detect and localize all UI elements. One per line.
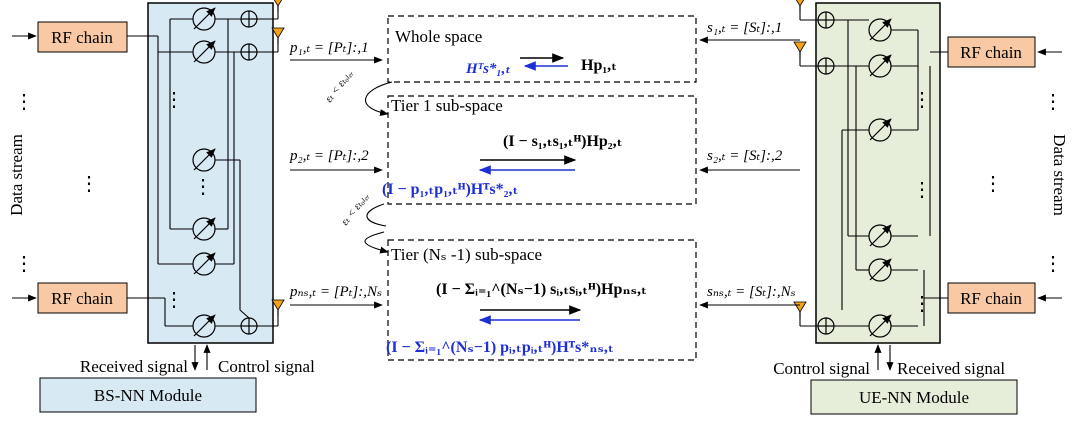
adder-icon — [817, 57, 835, 75]
rf-chain-box — [37, 282, 128, 314]
rf-chain-box — [947, 36, 1036, 68]
antenna-icon — [271, 299, 285, 317]
vertical-dots: ⋮ — [164, 89, 184, 111]
adder-icon — [240, 43, 258, 61]
ue-nn-module — [810, 379, 1018, 415]
bs-panel: ⋮ ⋮ ⋮ — [127, 2, 279, 344]
transition-arrow — [364, 231, 389, 254]
antenna-icon — [793, 0, 807, 13]
tier1-box — [387, 95, 697, 205]
antenna-icon — [793, 41, 807, 59]
tolerance-condition-1: εₜ < εₜₒₗₑᵣ — [323, 67, 356, 105]
tierN-label: Tier (Nₛ -1) sub-space — [391, 245, 542, 264]
s1-label: s₁,ₜ = [Sₜ]:,1 — [707, 20, 782, 36]
whole-space-label: Whole space — [395, 27, 482, 46]
ue-nn-module-label: UE-NN Module — [859, 388, 969, 407]
sN-label: sₙₛ,ₜ = [Sₜ]:,Nₛ — [707, 284, 796, 300]
rf-chain-label: RF chain — [51, 28, 113, 47]
control-signal-label: Control signal — [218, 357, 315, 376]
vertical-dots: ⋮ — [193, 176, 213, 198]
data-stream-label: Data stream — [7, 134, 26, 216]
rf-chain-box — [947, 282, 1036, 314]
tier1-label: Tier 1 sub-space — [391, 96, 503, 115]
antenna-icon — [793, 301, 807, 319]
p2-label: p₂,ₜ = [Pₜ]:,2 — [289, 148, 369, 164]
adder-icon — [240, 10, 258, 28]
vertical-dots: ⋮ — [79, 173, 99, 195]
tolerance-condition-2: εₜ < εₜₒₗₑᵣ — [339, 190, 372, 228]
vertical-dots: ⋮ — [164, 289, 184, 311]
antenna-icon — [271, 0, 285, 13]
tier1-eq-top: (I − s₁,ₜs₁,ₜᴴ)Hp₂,ₜ — [503, 133, 623, 150]
s2-label: s₂,ₜ = [Sₜ]:,2 — [707, 148, 783, 164]
adder-icon — [817, 11, 835, 29]
whole-eq-right: Hp₁,ₜ — [581, 57, 617, 74]
vertical-dots: ⋮ — [912, 293, 932, 315]
transition-arrow — [366, 203, 387, 227]
tierN-box — [387, 239, 697, 361]
tierN-eq-top: (I − Σᵢ₌₁^(Nₛ−1) sᵢ,ₜsᵢ,ₜᴴ)Hpₙₛ,ₜ — [436, 281, 647, 298]
antenna-icon — [271, 27, 285, 45]
transition-arrow — [365, 81, 393, 117]
vertical-dots: ⋮ — [14, 91, 34, 113]
data-stream-label: Data stream — [1050, 134, 1069, 216]
vertical-dots: ⋮ — [912, 89, 932, 111]
p1-label: p₁,ₜ = [Pₜ]:,1 — [289, 40, 369, 56]
received-signal-label: Received signal — [897, 359, 1005, 378]
rf-chain-label: RF chain — [960, 43, 1022, 62]
adder-icon — [240, 317, 258, 335]
rf-chain-box — [37, 21, 128, 53]
vertical-dots: ⋮ — [912, 179, 932, 201]
ue-panel: ⋮ ⋮ ⋮ — [799, 2, 948, 344]
whole-space-box — [387, 15, 697, 83]
vertical-dots: ⋮ — [983, 173, 1003, 195]
bs-nn-module-label: BS-NN Module — [94, 386, 202, 405]
pN-label: pₙₛ,ₜ = [Pₜ]:,Nₛ — [289, 284, 382, 300]
tier1-eq-bottom: (I − p₁,ₜp₁,ₜᴴ)Hᵀs*₂,ₜ — [382, 181, 518, 198]
rf-chain-label: RF chain — [51, 289, 113, 308]
adder-icon — [817, 317, 835, 335]
rf-chain-label: RF chain — [960, 289, 1022, 308]
vertical-dots: ⋮ — [14, 253, 34, 275]
tierN-eq-bottom: (I − Σᵢ₌₁^(Nₛ−1) pᵢ,ₜpᵢ,ₜᴴ)Hᵀs*ₙₛ,ₜ — [386, 339, 614, 356]
control-signal-label: Control signal — [773, 359, 870, 378]
received-signal-label: Received signal — [80, 357, 188, 376]
vertical-dots: ⋮ — [1043, 91, 1063, 113]
whole-eq-left: Hᵀs*₁,ₜ — [465, 61, 511, 77]
vertical-dots: ⋮ — [1043, 253, 1063, 275]
bs-nn-module — [39, 377, 257, 413]
